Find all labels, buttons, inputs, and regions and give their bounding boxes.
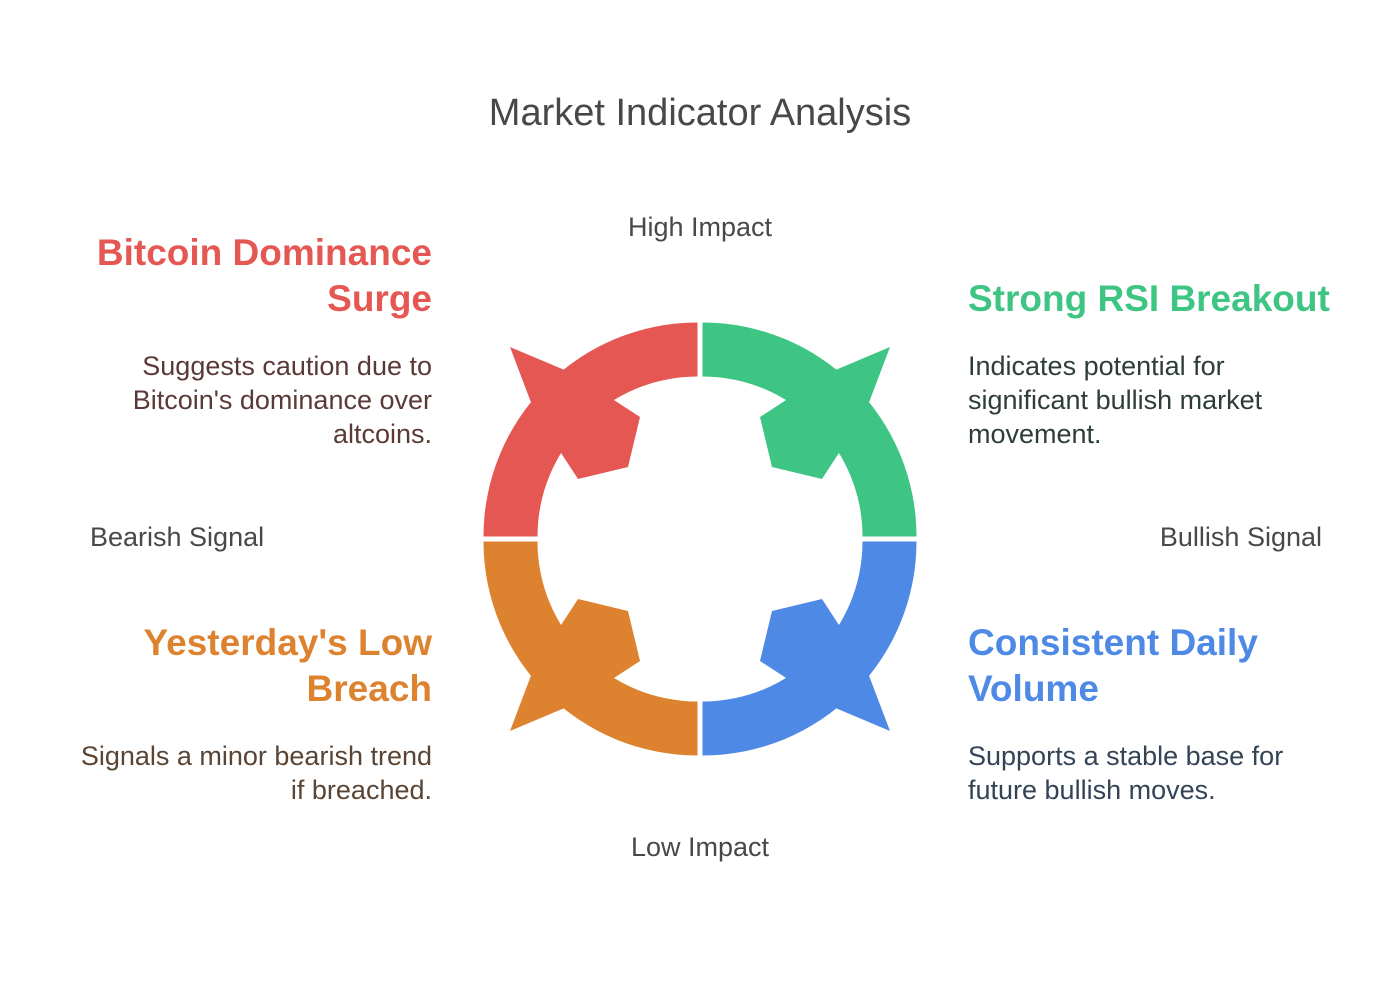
quadrant-bottom-left-shape	[483, 541, 698, 756]
quadrant-top-right-shape	[702, 322, 917, 537]
arrow-head-top-left-icon	[510, 347, 640, 479]
quadrant-title-top-right: Strong RSI Breakout	[968, 278, 1330, 319]
axis-label-right: Bullish Signal	[1159, 522, 1322, 552]
quadrant-title-top-left: Bitcoin Dominance Surge	[96, 232, 432, 319]
quadrant-title-bottom-left: Yesterday's Low Breach	[143, 622, 432, 709]
quadrant-top-left-shape	[483, 322, 698, 537]
axis-label-bottom: Low Impact	[630, 832, 770, 862]
quadrant-top-right-text: Strong RSI Breakout Indicates potential …	[968, 276, 1338, 451]
quadrant-description-bottom-left: Signals a minor bearish trend if breache…	[80, 741, 432, 805]
page-title: Market Indicator Analysis	[488, 92, 912, 134]
quadrant-description-top-right: Indicates potential for significant bull…	[968, 351, 1263, 449]
quadrant-description-top-left: Suggests caution due to Bitcoin's domina…	[132, 351, 432, 449]
quadrant-bottom-right-text: Consistent Daily Volume Supports a stabl…	[968, 620, 1338, 807]
arrow-head-top-right-icon	[760, 347, 890, 479]
arrow-head-bottom-right-icon	[760, 599, 890, 731]
quadrant-bottom-left-text: Yesterday's Low Breach Signals a minor b…	[62, 620, 432, 807]
ring-segment-bottom-left	[483, 541, 698, 756]
axis-label-top: High Impact	[627, 212, 773, 242]
ring-segment-top-left	[483, 322, 698, 537]
quadrant-top-left-text: Bitcoin Dominance Surge Suggests caution…	[62, 230, 432, 451]
quadrant-title-bottom-right: Consistent Daily Volume	[968, 622, 1258, 709]
arrow-head-bottom-left-icon	[510, 599, 640, 731]
ring-segment-bottom-right	[702, 541, 917, 756]
axis-label-left: Bearish Signal	[90, 522, 265, 552]
quadrant-bottom-right-shape	[702, 541, 917, 756]
ring-segment-top-right	[702, 322, 917, 537]
quadrant-description-bottom-right: Supports a stable base for future bullis…	[968, 741, 1284, 805]
